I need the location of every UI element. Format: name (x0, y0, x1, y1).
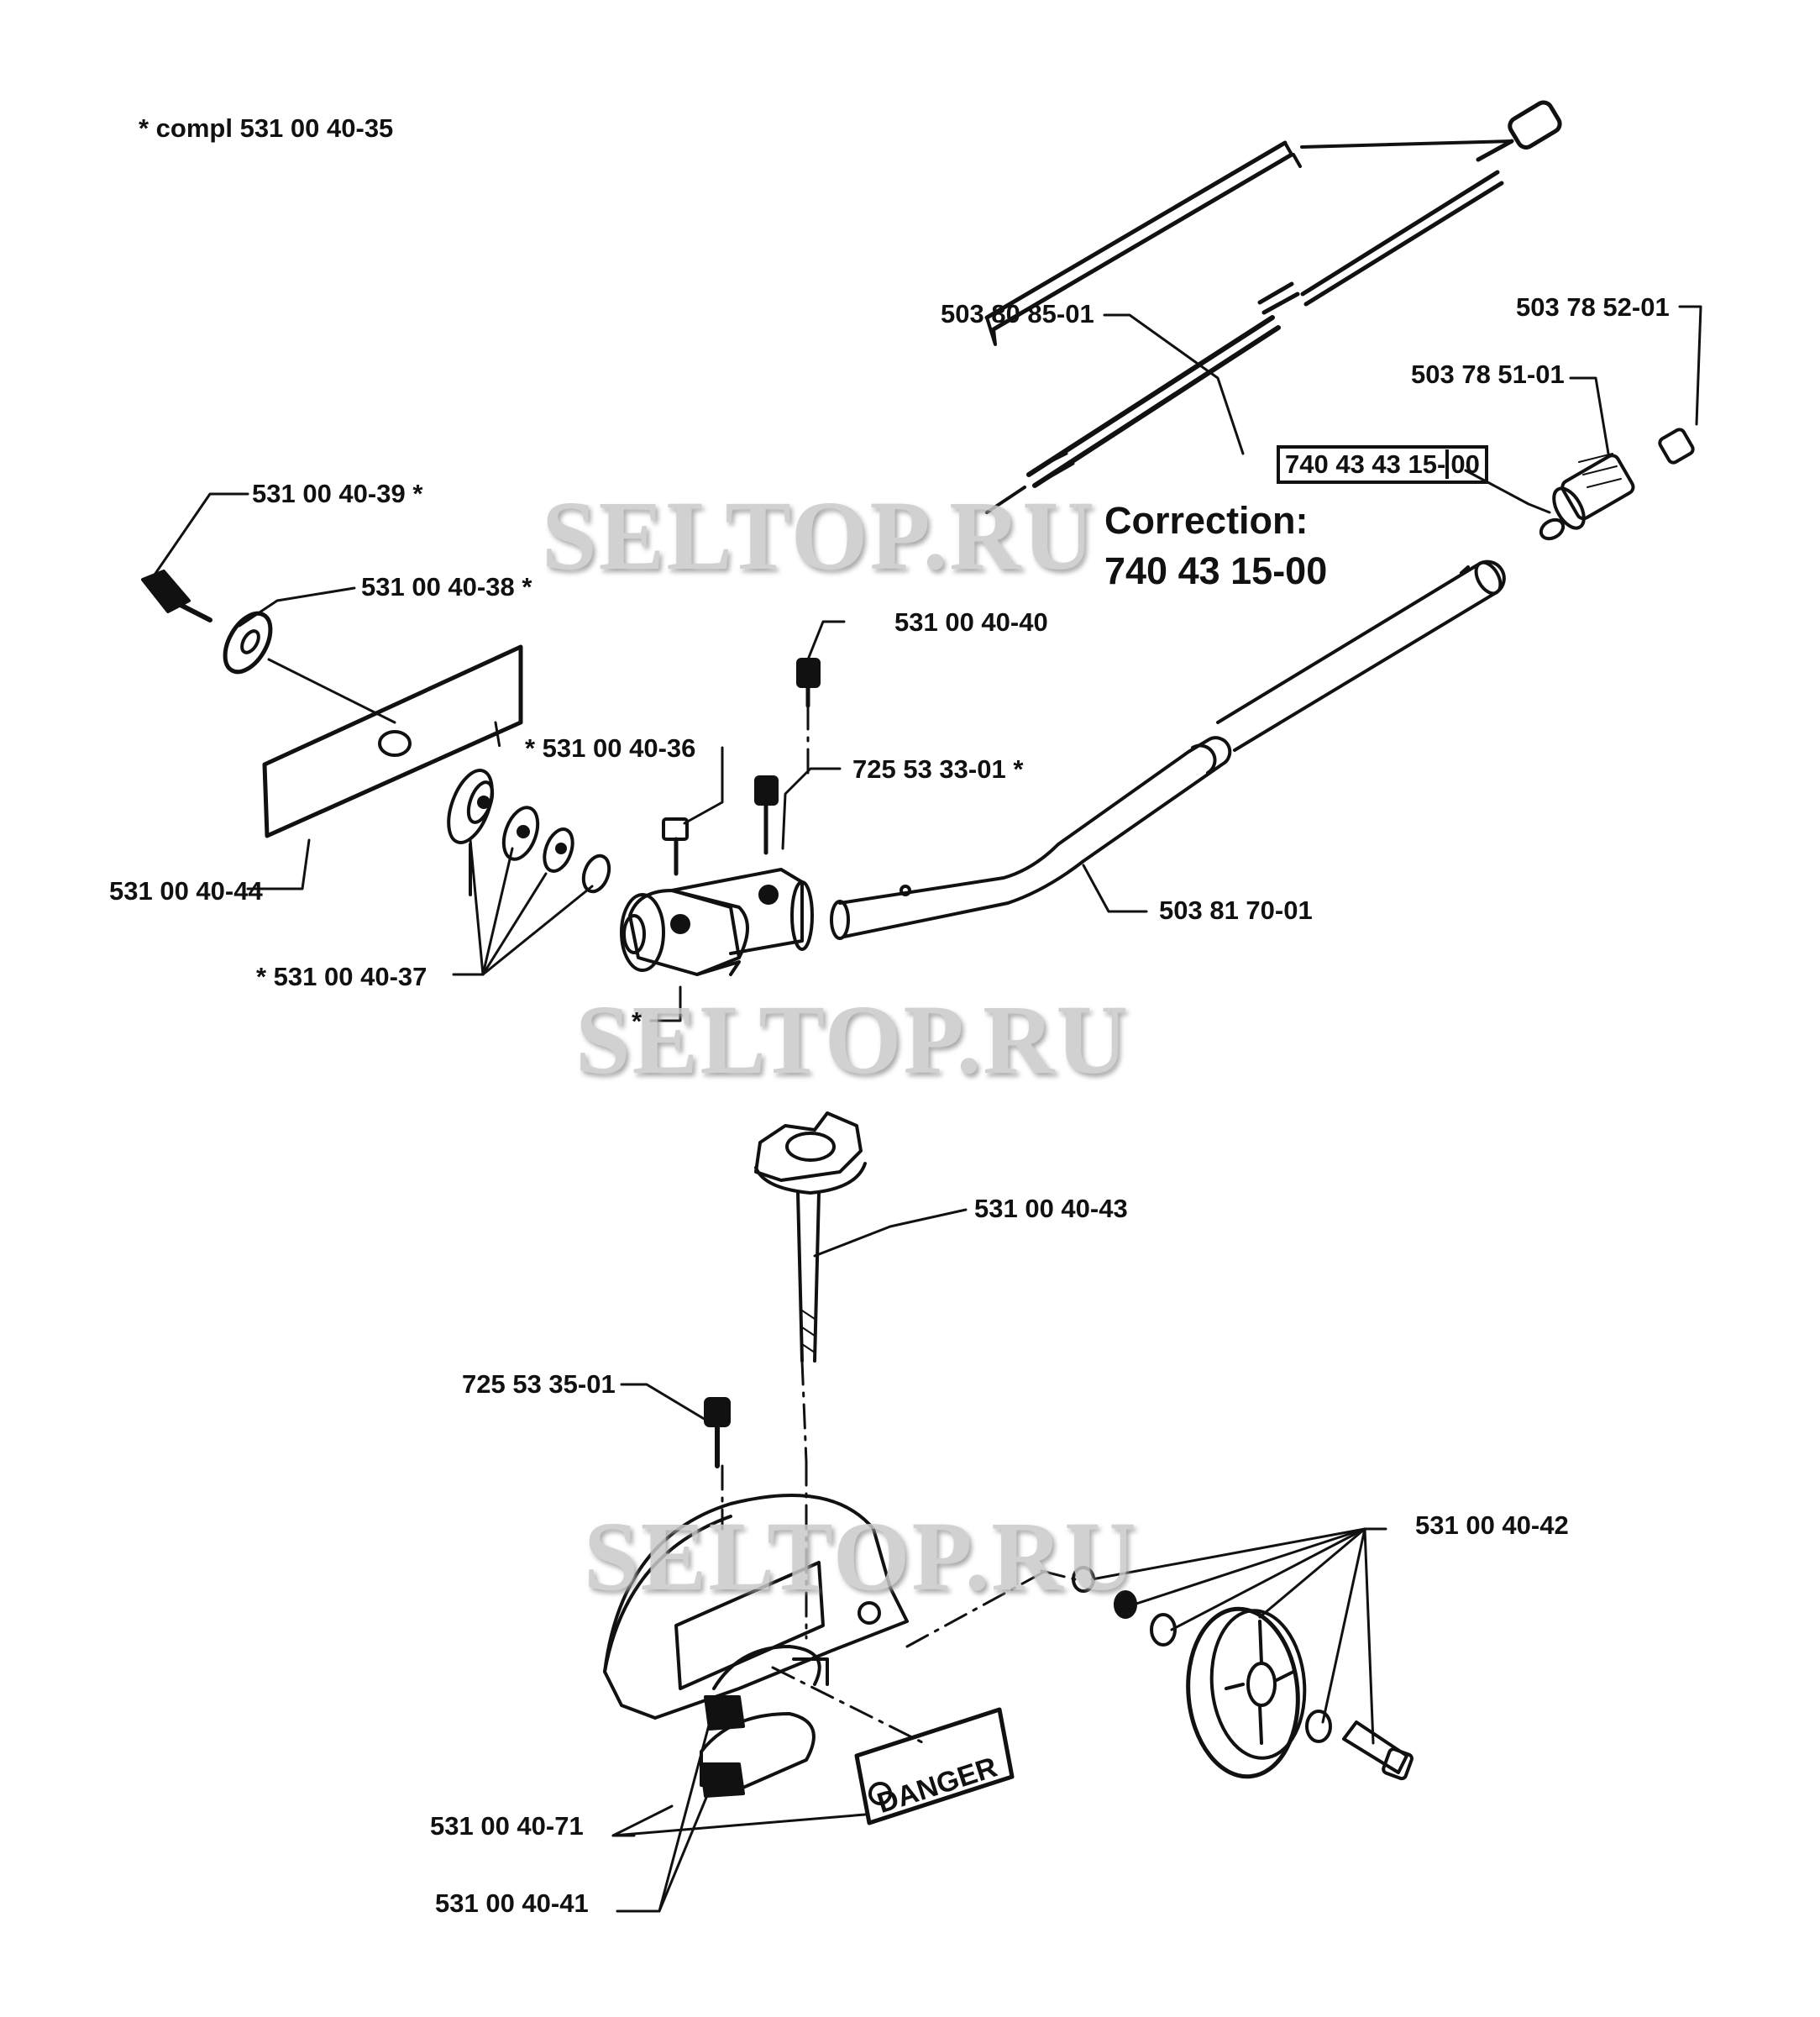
part-label-531-00-40-71: 531 00 40-71 (430, 1811, 584, 1841)
gear-housing (620, 868, 814, 976)
shaft-tube (830, 559, 1506, 940)
adjustment-knob (754, 1111, 867, 1363)
original-part-number-suffix: 00 (1445, 449, 1480, 479)
part-label-503-78-51-01: 503 78 51-01 (1411, 360, 1565, 389)
original-part-number-prefix: 740 43 43 15- (1285, 449, 1446, 479)
part-label-531-00-40-44: 531 00 40-44 (109, 876, 263, 906)
bolts (662, 658, 1414, 1781)
part-label-503-78-52-01: 503 78 52-01 (1516, 292, 1670, 322)
part-label-503-81-70-01: 503 81 70-01 (1159, 896, 1313, 925)
part-label-725-53-33-01: 725 53 33-01 * (852, 754, 1024, 784)
part-label-531-00-40-40: 531 00 40-40 (894, 607, 1048, 637)
part-label-531-00-40-36: * 531 00 40-36 (525, 733, 696, 763)
axis-lines (494, 704, 1077, 1745)
part-label-503-80-85-01: 503 80 85-01 (941, 299, 1094, 328)
watermark-2: SELTOP.RU (575, 985, 1130, 1095)
blade-guard (603, 1494, 909, 1798)
blade-assembly (141, 570, 611, 896)
part-label-531-00-40-37: * 531 00 40-37 (256, 962, 427, 991)
original-part-number-box: 740 43 43 15-00 (1277, 445, 1488, 485)
drive-shaft (984, 100, 1562, 514)
part-label-531-00-40-41: 531 00 40-41 (435, 1888, 589, 1918)
wheel-assembly (1072, 1566, 1332, 1779)
leader-lines (149, 305, 1702, 1913)
coupling (1539, 428, 1695, 541)
watermark-1: SELTOP.RU (542, 481, 1096, 591)
part-label-531-00-40-42: 531 00 40-42 (1415, 1510, 1569, 1540)
danger-decal (854, 1707, 1015, 1825)
correction-value: 740 43 15-00 (1104, 549, 1328, 592)
watermark-3: SELTOP.RU (584, 1501, 1138, 1611)
part-label-531-00-40-38: 531 00 40-38 * (361, 572, 532, 601)
part-label-531-00-40-43: 531 00 40-43 (974, 1194, 1128, 1223)
assembly-note: * compl 531 00 40-35 (139, 113, 394, 143)
part-label-725-53-35-01: 725 53 35-01 (462, 1369, 616, 1399)
correction-title: Correction: (1104, 499, 1309, 542)
part-label-gear-housing-star: * (632, 1006, 643, 1036)
part-label-531-00-40-39: 531 00 40-39 * (252, 479, 423, 508)
